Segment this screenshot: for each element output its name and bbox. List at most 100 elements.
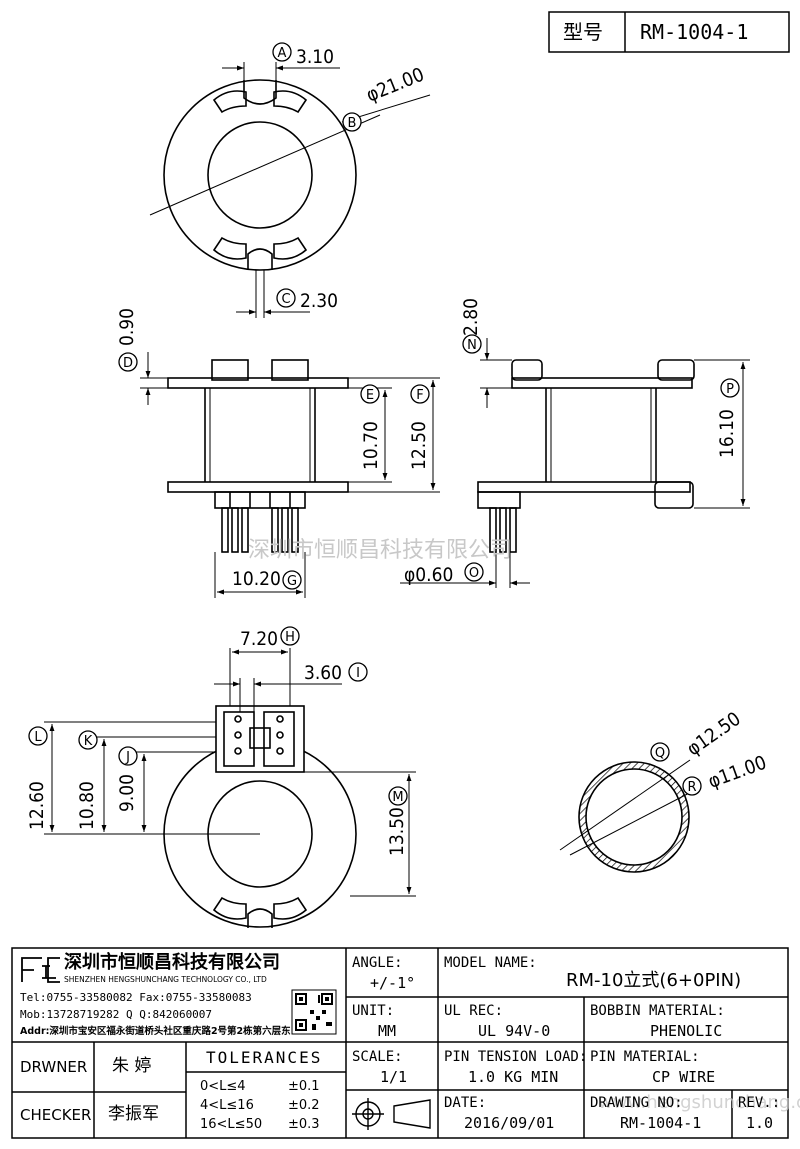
bobbin-material-label: BOBBIN MATERIAL: xyxy=(590,1003,725,1019)
angle-label: ANGLE: xyxy=(352,955,403,971)
top-view-dims xyxy=(222,62,431,318)
projection-symbol-icon xyxy=(352,1098,431,1130)
svg-text:I: I xyxy=(356,666,360,681)
marker-b-icon: B xyxy=(342,112,362,132)
company-logo xyxy=(21,957,60,983)
side-view xyxy=(477,359,695,553)
marker-q-icon: Q xyxy=(650,742,670,762)
model-number: RM-1004-1 xyxy=(640,20,749,44)
dim-f: 12.50 xyxy=(408,421,430,470)
watermark: 深圳市恒顺昌科技有限公司 xyxy=(248,538,513,563)
watermark-url: www.hengshunchang.com xyxy=(598,1092,800,1113)
svg-text:O: O xyxy=(469,566,479,581)
svg-text:Q: Q xyxy=(655,746,665,761)
front-view xyxy=(167,359,349,553)
pin-material-label: PIN MATERIAL: xyxy=(590,1049,700,1065)
dim-d: 0.90 xyxy=(116,307,138,346)
dim-c: 2.30 xyxy=(300,290,339,312)
marker-e-icon: E xyxy=(360,384,380,404)
checker-label: CHECKER xyxy=(20,1106,92,1124)
date-value: 2016/09/01 xyxy=(464,1114,555,1132)
dim-o: φ0.60 xyxy=(404,564,454,586)
drawing-no-value: RM-1004-1 xyxy=(620,1114,702,1132)
svg-text:M: M xyxy=(392,790,403,805)
svg-text:G: G xyxy=(287,574,297,589)
tolerance-value: ±0.3 xyxy=(288,1117,320,1132)
scale-value: 1/1 xyxy=(380,1068,408,1086)
marker-m-icon: M xyxy=(388,786,408,806)
svg-text:L: L xyxy=(34,730,42,745)
tolerance-range: 4<L≤16 xyxy=(200,1098,254,1113)
tolerances-title: TOLERANCES xyxy=(206,1048,323,1067)
dim-m: 13.50 xyxy=(386,807,408,856)
pin-tension-label: PIN TENSION LOAD: xyxy=(444,1049,588,1065)
title-block-grid xyxy=(11,947,789,1139)
rev-label: REV.: xyxy=(738,1095,781,1111)
svg-text:B: B xyxy=(348,116,357,131)
dim-i: 3.60 xyxy=(304,662,343,684)
date-label: DATE: xyxy=(444,1095,487,1111)
unit-label: UNIT: xyxy=(352,1003,395,1019)
company-mob-qq: Mob:13728719282 Q Q:842060007 xyxy=(20,1008,213,1021)
svg-text:N: N xyxy=(467,338,477,353)
side-view-dims xyxy=(400,338,750,588)
marker-k-icon: K xyxy=(78,730,98,750)
dim-l: 12.60 xyxy=(26,781,48,830)
dim-a: 3.10 xyxy=(296,46,335,68)
dim-j: 9.00 xyxy=(116,773,138,812)
pin-material-value: CP WIRE xyxy=(652,1068,716,1086)
marker-h-icon: H xyxy=(280,626,300,646)
type-box xyxy=(548,11,790,53)
dim-h: 7.20 xyxy=(240,628,279,650)
dim-p: 16.10 xyxy=(716,409,738,458)
svg-text:A: A xyxy=(278,46,287,61)
model-name-value: RM-10立式(6+0PIN) xyxy=(566,970,742,991)
svg-text:R: R xyxy=(687,780,696,795)
marker-j-icon: J xyxy=(118,746,138,766)
ul-rec-value: UL 94V-0 xyxy=(478,1022,551,1040)
checker-name: 李振军 xyxy=(108,1104,159,1124)
marker-a-icon: A xyxy=(272,42,292,62)
drawer-label: DRWNER xyxy=(20,1058,88,1076)
scale-label: SCALE: xyxy=(352,1049,403,1065)
svg-text:P: P xyxy=(726,382,734,397)
pin-tension-value: 1.0 KG MIN xyxy=(468,1068,559,1086)
marker-n-icon: N xyxy=(462,334,482,354)
svg-text:F: F xyxy=(416,388,423,403)
qr-code xyxy=(291,989,337,1035)
svg-text:E: E xyxy=(366,388,374,403)
marker-f-icon: F xyxy=(410,384,430,404)
dim-e: 10.70 xyxy=(360,421,382,470)
drawer-name: 朱 婷 xyxy=(112,1056,152,1076)
type-label: 型号 xyxy=(563,20,603,44)
marker-i-icon: I xyxy=(348,662,368,682)
svg-text:J: J xyxy=(125,750,130,765)
tolerance-range: 0<L≤4 xyxy=(200,1079,246,1094)
marker-p-icon: P xyxy=(720,378,740,398)
marker-l-icon: L xyxy=(28,726,48,746)
svg-text:H: H xyxy=(285,630,295,645)
bobbin-material-value: PHENOLIC xyxy=(650,1022,723,1040)
marker-g-icon: G xyxy=(282,570,302,590)
company-address: Addr:深圳市宝安区福永街道桥头社区重庆路2号第2栋第六层东 xyxy=(20,1026,291,1037)
tolerance-range: 16<L≤50 xyxy=(200,1117,263,1132)
company-name-en: SHENZHEN HENGSHUNCHANG TECHNOLOGY CO., L… xyxy=(64,975,267,984)
angle-value: +/-1° xyxy=(370,974,416,992)
ul-rec-label: UL REC: xyxy=(444,1003,504,1019)
tube-section xyxy=(559,759,696,873)
company-name-cn: 深圳市恒顺昌科技有限公司 xyxy=(64,952,280,973)
company-tel-fax: Tel:0755-33580082 Fax:0755-33580083 xyxy=(20,991,252,1004)
model-name-label: MODEL NAME: xyxy=(444,955,537,971)
unit-value: MM xyxy=(378,1022,397,1040)
top-view xyxy=(149,79,381,271)
drawing-no-label: DRAWING NO: xyxy=(590,1095,683,1111)
marker-r-icon: R xyxy=(682,776,702,796)
marker-o-icon: O xyxy=(464,562,484,582)
svg-text:D: D xyxy=(123,356,133,371)
dim-n: 2.80 xyxy=(460,297,482,336)
svg-text:C: C xyxy=(281,292,290,307)
rev-value: 1.0 xyxy=(746,1114,774,1132)
marker-d-icon: D xyxy=(118,352,138,372)
dim-g: 10.20 xyxy=(232,568,281,590)
